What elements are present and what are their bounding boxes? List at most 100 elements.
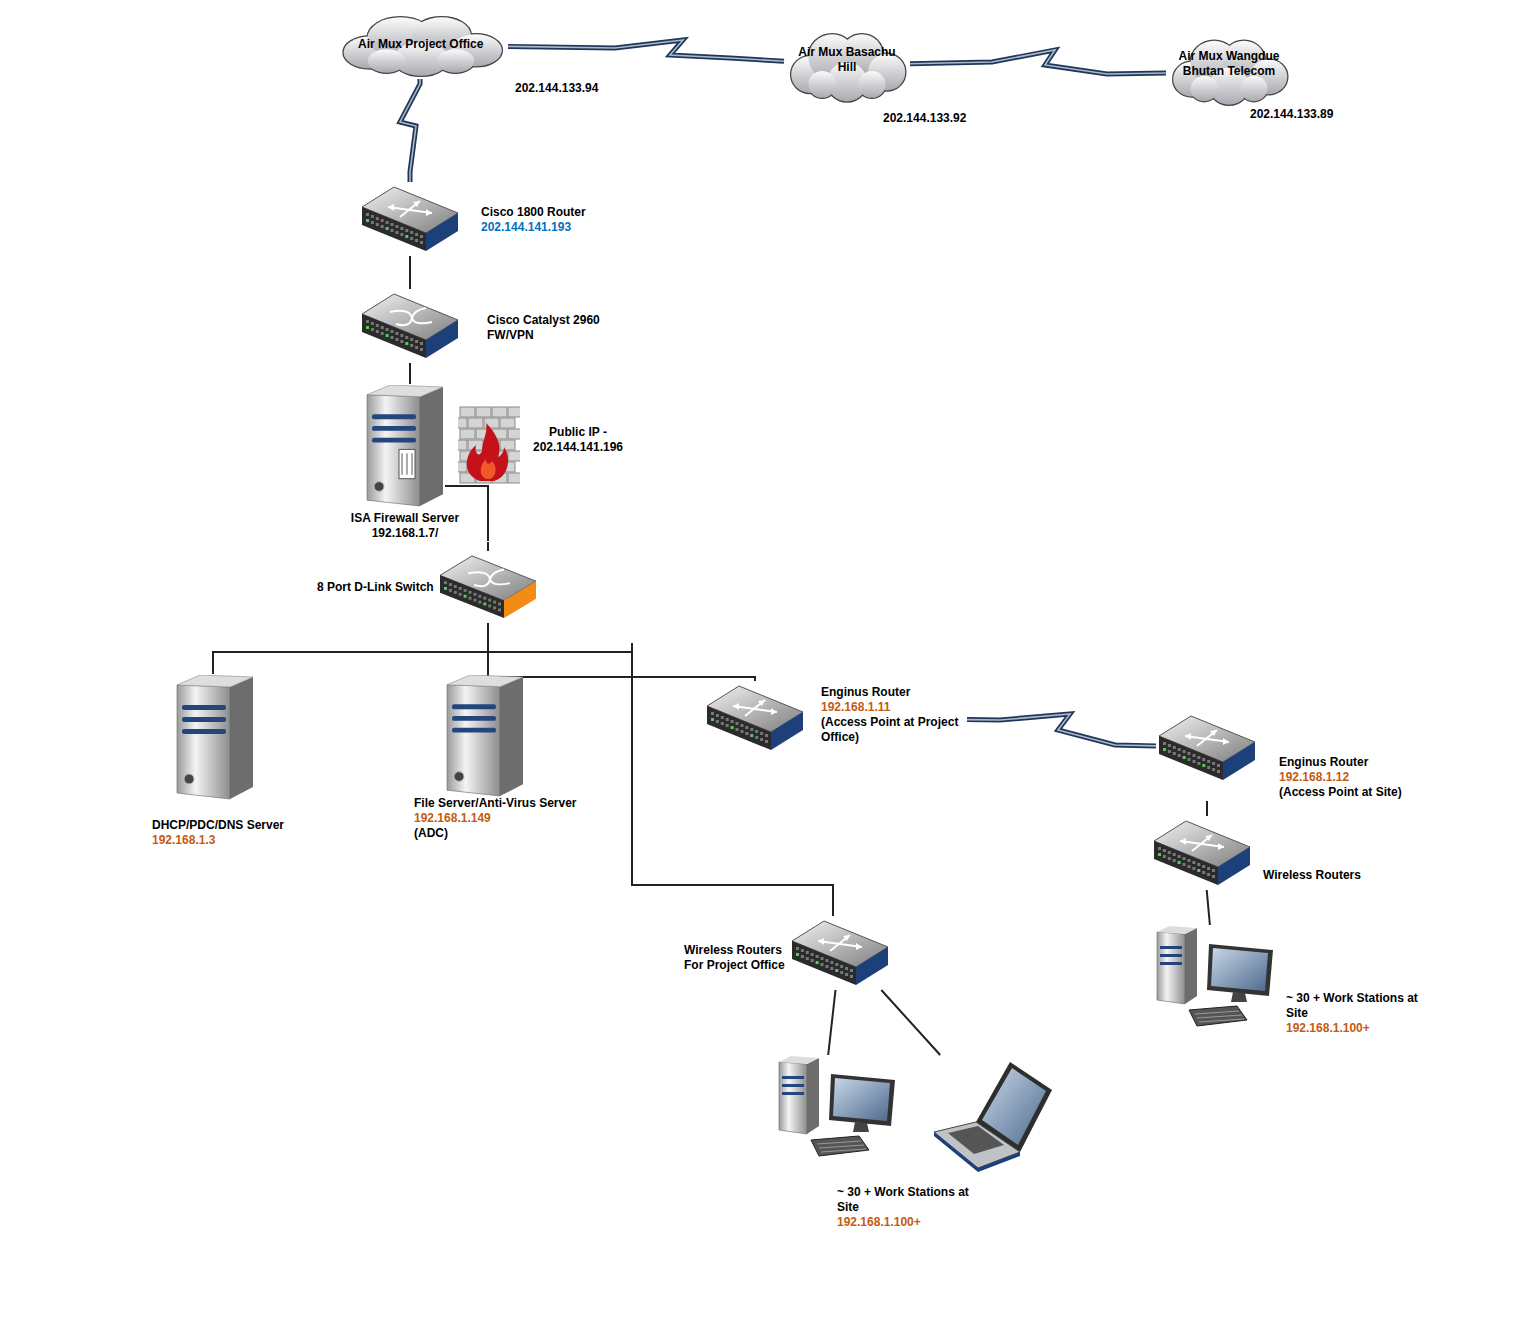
device-node: DHCP/PDC/DNS Server192.168.1.3 xyxy=(151,674,286,849)
label-slot: Enginus Router xyxy=(1279,755,1368,770)
device-node: Public IP - 202.144.141.196ISA Firewall … xyxy=(339,384,634,542)
network-cable xyxy=(488,623,833,916)
wireless-link xyxy=(508,40,784,61)
label-slot: 192.168.1.3 xyxy=(152,833,215,848)
ws-icon-svg xyxy=(777,1056,899,1164)
device-node: 8 Port D-Link Switch xyxy=(316,551,539,623)
label-slot: Enginus Router xyxy=(821,685,910,700)
network-cable xyxy=(1207,801,1208,816)
network-cable xyxy=(828,990,835,1055)
label-slot: (Access Point at Project Office) xyxy=(821,715,966,745)
label-slot: Wireless Routers For Project Office xyxy=(684,943,796,973)
label-slot: 192.168.1.100+ xyxy=(1286,1021,1370,1036)
device-label: Cisco Catalyst 2960 FW/VPN xyxy=(487,313,607,343)
device-node: Wireless Routers For Project Office xyxy=(683,916,891,990)
label-slot: Wireless Routers xyxy=(1263,868,1361,883)
label-slot: 192.168.1.100+ xyxy=(837,1215,921,1230)
wireless-link xyxy=(967,714,1156,746)
wireless-link xyxy=(967,714,1156,746)
label-slot: 202.144.133.92 xyxy=(883,111,966,126)
label-slot: (Access Point at Site) xyxy=(1279,785,1402,800)
device-node: Wireless Routers xyxy=(1151,816,1362,890)
server-icon xyxy=(175,675,255,800)
lap-icon-svg xyxy=(932,1060,1054,1172)
network-cable xyxy=(410,363,411,384)
network-cable xyxy=(409,363,411,384)
wireless-link xyxy=(967,714,1156,746)
label-slot: Air Mux Basachu Hill xyxy=(797,45,897,75)
wire xyxy=(631,643,633,652)
device-label: 192.168.1.12 xyxy=(1279,770,1349,785)
router-icon-svg xyxy=(1157,712,1257,784)
fw-icon xyxy=(458,405,520,485)
network-cable xyxy=(488,542,489,551)
network-cable xyxy=(881,990,940,1055)
label-slot: 202.144.133.94 xyxy=(515,81,598,96)
server-icon-svg xyxy=(445,675,525,797)
device-label: ~ 30 + Work Stations at Site xyxy=(837,1185,977,1215)
label-slot: Cisco Catalyst 2960 FW/VPN xyxy=(487,313,607,343)
network-cable xyxy=(487,542,489,551)
device-label: ~ 30 + Work Stations at Site xyxy=(1286,991,1426,1021)
label-slot: Air Mux Wangdue Bhutan Telecom xyxy=(1173,49,1285,79)
device-label: (Access Point at Site) xyxy=(1279,785,1402,800)
device-label: 202.144.141.193 xyxy=(481,220,571,235)
isa-icon xyxy=(365,385,445,507)
device-label: 192.168.1.100+ xyxy=(1286,1021,1370,1036)
router-icon-svg xyxy=(360,183,460,255)
fw-icon-svg xyxy=(458,405,520,485)
device-label: Wireless Routers For Project Office xyxy=(684,943,796,973)
server-icon xyxy=(445,675,525,797)
network-cable xyxy=(488,623,833,916)
wireless-link xyxy=(400,79,420,182)
label-slot: 192.168.1.11 xyxy=(821,700,890,715)
label-slot: File Server/Anti-Virus Server xyxy=(414,796,577,811)
sw-icon-svg xyxy=(360,290,460,362)
device-label: File Server/Anti-Virus Server xyxy=(414,796,577,811)
router-icon xyxy=(790,917,890,989)
device-label: Air Mux Basachu Hill xyxy=(797,45,897,75)
device-label: Air Mux Project Office xyxy=(358,37,483,52)
device-node: Enginus Router192.168.1.12(Access Point … xyxy=(1156,711,1403,801)
label-slot: Air Mux Project Office xyxy=(358,37,483,52)
wireless-link xyxy=(910,50,1166,74)
ip-label: 202.144.133.92 xyxy=(883,111,966,126)
device-node: Air Mux Basachu Hill xyxy=(784,27,910,105)
label-slot: 8 Port D-Link Switch xyxy=(317,580,434,595)
network-cable xyxy=(410,256,411,289)
device-label: Air Mux Wangdue Bhutan Telecom xyxy=(1173,49,1285,79)
label-slot: Cisco 1800 Router xyxy=(481,205,586,220)
device-node: ~ 30 + Work Stations at Site192.168.1.10… xyxy=(1154,925,1427,1037)
device-node: Cisco Catalyst 2960 FW/VPN xyxy=(359,289,608,363)
label-slot: 192.168.1.12 xyxy=(1279,770,1349,785)
device-label: DHCP/PDC/DNS Server xyxy=(152,818,284,833)
label-slot: ~ 30 + Work Stations at Site xyxy=(837,1185,977,1215)
network-cable xyxy=(213,623,488,674)
network-cable xyxy=(1207,890,1210,925)
router-icon xyxy=(360,183,460,255)
wireless-link xyxy=(400,79,420,182)
label-slot: Public IP - 202.144.141.196 xyxy=(523,425,633,455)
ws-icon xyxy=(1155,926,1277,1034)
device-node: Cisco 1800 Router202.144.141.193 xyxy=(359,182,587,256)
device-label: 192.168.1.149 xyxy=(414,811,491,826)
label-slot: DHCP/PDC/DNS Server xyxy=(152,818,284,833)
router-icon-svg xyxy=(790,917,890,989)
wireless-link xyxy=(910,50,1166,74)
label-slot: ISA Firewall Server 192.168.1.7/ xyxy=(340,511,470,541)
network-cable xyxy=(1206,801,1208,816)
device-label: Enginus Router xyxy=(821,685,910,700)
device-label: (ADC) xyxy=(414,826,448,841)
ws-icon xyxy=(777,1056,899,1164)
device-label: 192.168.1.11 xyxy=(821,700,890,715)
wireless-link xyxy=(400,79,420,182)
swo-icon-svg xyxy=(438,552,538,622)
ws-icon-svg xyxy=(1155,926,1277,1034)
label-slot: 202.144.141.193 xyxy=(481,220,571,235)
network-cable xyxy=(1207,890,1210,925)
isa-icon-svg xyxy=(365,385,445,507)
